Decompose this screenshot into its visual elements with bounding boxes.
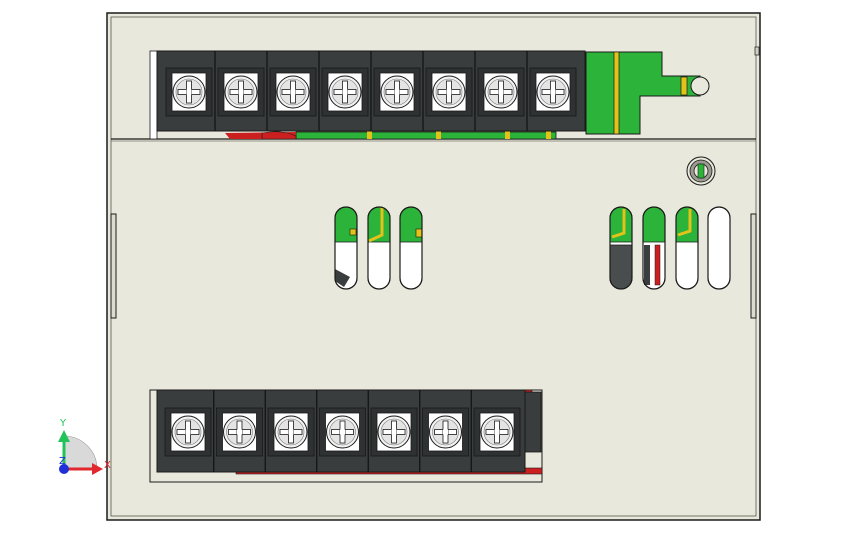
screw-terminal-icon[interactable] bbox=[425, 67, 473, 117]
screw-terminal-icon[interactable] bbox=[269, 67, 317, 117]
vent-slot bbox=[399, 206, 423, 290]
z-axis bbox=[59, 464, 69, 474]
vent-slot bbox=[334, 206, 358, 290]
screw-terminal-icon[interactable] bbox=[473, 407, 521, 457]
screw-terminal-icon[interactable] bbox=[321, 67, 369, 117]
screw-terminal-icon[interactable] bbox=[319, 407, 366, 457]
z-axis-label: Z bbox=[59, 456, 66, 467]
screw-terminal-icon[interactable] bbox=[267, 407, 315, 457]
led-indicator-icon bbox=[686, 156, 716, 186]
left-vent-slots bbox=[334, 206, 423, 290]
vent-slot bbox=[367, 206, 391, 290]
screw-terminal-icon[interactable] bbox=[216, 407, 263, 457]
vent-slot bbox=[675, 206, 699, 290]
top-terminal-block bbox=[156, 50, 586, 132]
screw-terminal-icon[interactable] bbox=[477, 67, 525, 117]
coordinate-triad-icon: Y X Z bbox=[58, 418, 111, 475]
x-axis-label: X bbox=[104, 460, 111, 471]
bottom-terminal-block bbox=[149, 389, 543, 483]
top-pcb bbox=[149, 50, 710, 140]
vent-slot bbox=[642, 206, 666, 290]
screw-terminal-icon[interactable] bbox=[164, 407, 212, 457]
screw-terminal-icon[interactable] bbox=[373, 67, 421, 117]
y-axis-label: Y bbox=[59, 418, 67, 429]
vent-slot bbox=[609, 206, 633, 290]
left-clip bbox=[110, 213, 117, 319]
screw-terminal-icon[interactable] bbox=[165, 67, 213, 117]
screw-terminal-icon[interactable] bbox=[529, 67, 577, 117]
screw-terminal-icon[interactable] bbox=[370, 407, 418, 457]
screw-terminal-icon[interactable] bbox=[217, 67, 265, 117]
right-vent-slots bbox=[609, 206, 731, 290]
screw-terminal-icon[interactable] bbox=[422, 407, 469, 457]
vent-slot bbox=[707, 206, 731, 290]
right-clip bbox=[750, 213, 757, 319]
